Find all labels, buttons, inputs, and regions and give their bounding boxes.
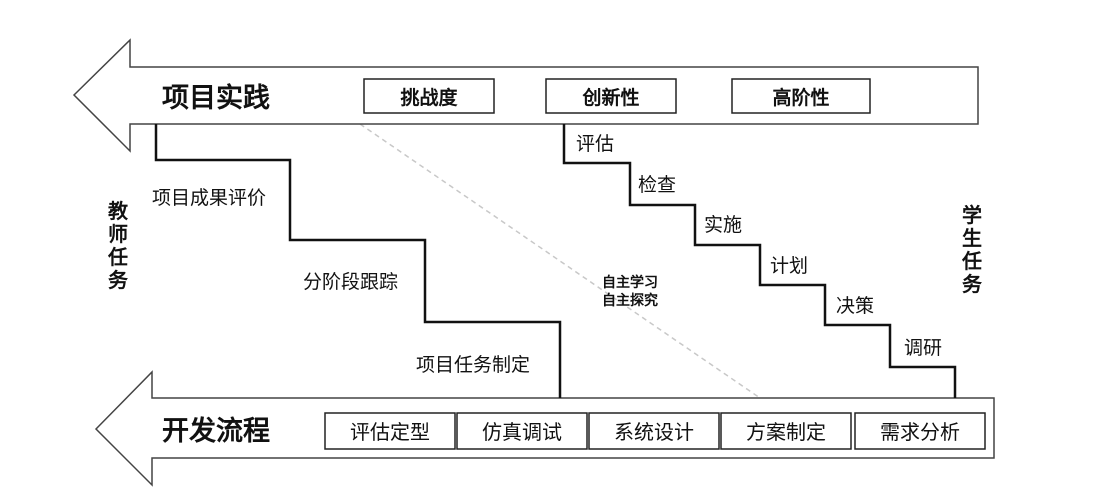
student-staircase	[562, 124, 957, 398]
tag-innovation-label: 创新性	[581, 86, 639, 109]
student-step-decide: 决策	[836, 295, 874, 317]
teacher-step-task-setting: 项目任务制定	[416, 354, 530, 376]
stage-box-requirements: 需求分析	[854, 412, 986, 450]
top-arrow: 项目实践 挑战度 创新性 高阶性	[72, 38, 979, 153]
tag-box-innovation: 创新性	[545, 78, 677, 114]
center-label-line1: 自主学习	[602, 274, 658, 291]
bottom-arrow-title: 开发流程	[162, 415, 270, 447]
stage-box-plan: 方案制定	[720, 412, 852, 450]
student-step-plan: 计划	[770, 255, 808, 277]
stage-plan-label: 方案制定	[746, 420, 826, 444]
student-tasks-label: 学生任务	[961, 203, 983, 296]
teacher-tasks-label: 教师任务	[107, 199, 129, 292]
teacher-step-tracking: 分阶段跟踪	[303, 271, 398, 293]
teacher-staircase	[154, 124, 562, 398]
tag-higher-order-label: 高阶性	[772, 86, 829, 109]
student-step-assess: 评估	[576, 133, 614, 155]
tag-box-challenge: 挑战度	[363, 78, 495, 114]
student-step-check: 检查	[638, 174, 676, 196]
stage-box-simulation: 仿真调试	[456, 412, 588, 450]
top-arrow-shape	[72, 38, 979, 153]
tag-challenge-label: 挑战度	[400, 86, 458, 109]
stage-requirements-label: 需求分析	[880, 420, 960, 444]
stage-box-evaluation: 评估定型	[324, 412, 456, 450]
stage-box-system-design: 系统设计	[588, 412, 720, 450]
top-arrow-title: 项目实践	[162, 82, 270, 114]
stage-system-design-label: 系统设计	[614, 420, 694, 444]
bottom-arrow: 开发流程 评估定型 仿真调试 系统设计 方案制定 需求分析	[94, 370, 995, 487]
student-step-implement: 实施	[704, 214, 742, 236]
teacher-step-evaluation: 项目成果评价	[152, 187, 266, 209]
tag-box-higher-order: 高阶性	[731, 78, 871, 114]
student-step-research: 调研	[904, 337, 942, 359]
stage-evaluation-label: 评估定型	[350, 420, 430, 444]
stage-simulation-label: 仿真调试	[482, 420, 562, 444]
center-label-line2: 自主探究	[602, 292, 658, 309]
